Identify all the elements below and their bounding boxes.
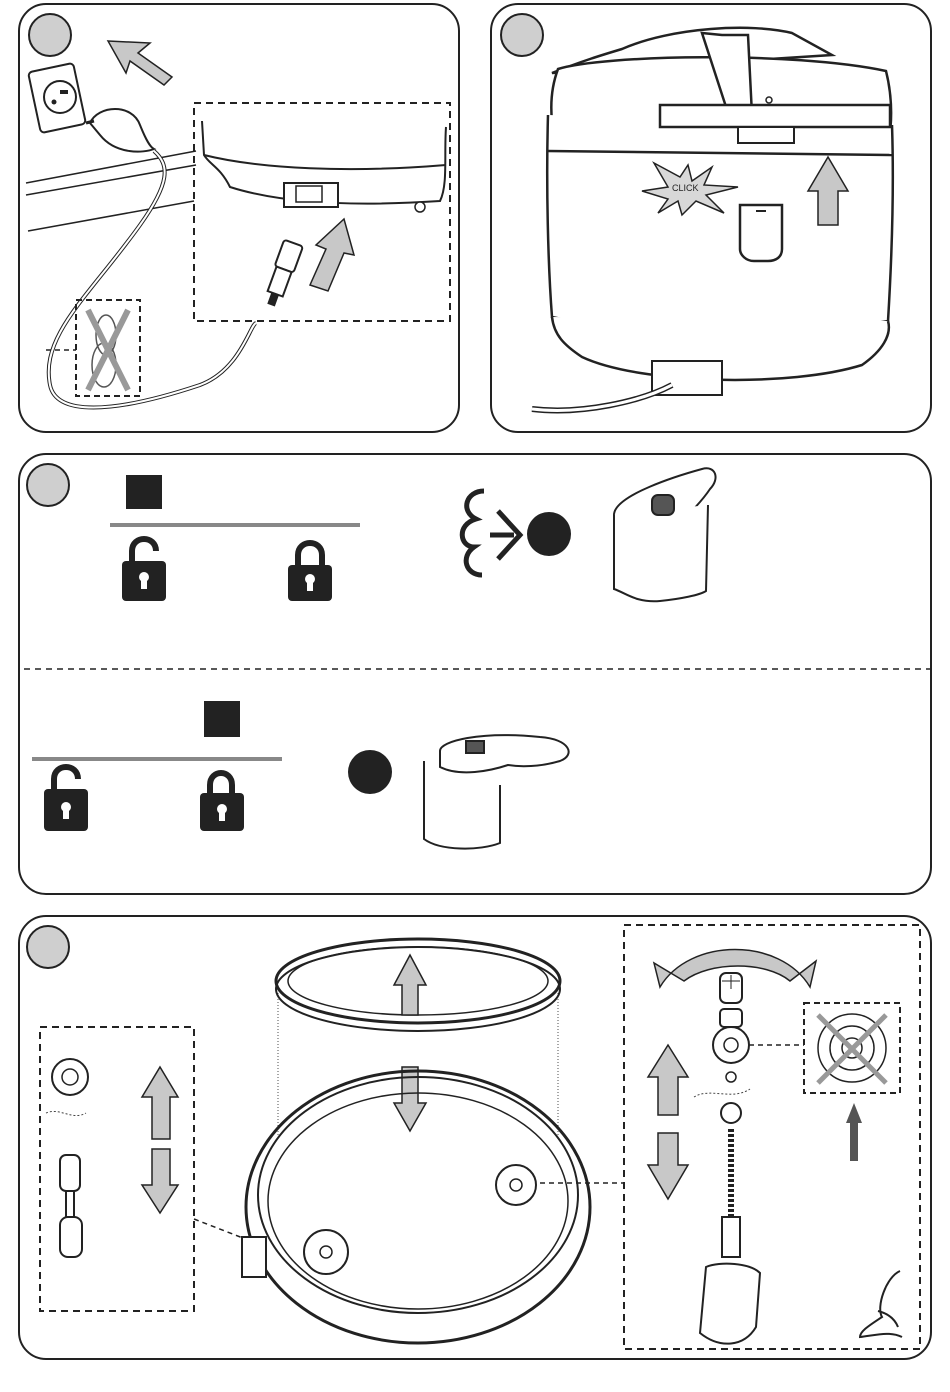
- coiled-cord-crossed-icon: [46, 300, 140, 396]
- steam-icon: [462, 491, 520, 575]
- black-dot-icon: [348, 750, 392, 794]
- panel-step-4: [18, 915, 932, 1360]
- eye-icon: [860, 1271, 902, 1337]
- black-dot-icon: [527, 512, 571, 556]
- wall-outlet-icon: [28, 63, 86, 133]
- arrow-up-icon: [310, 219, 354, 291]
- click-text: CLICK: [672, 183, 699, 193]
- valve-knob-icon: [614, 468, 716, 601]
- socket-detail-box: [194, 103, 450, 321]
- unlock-icon: [44, 767, 88, 831]
- black-square-icon: [204, 701, 240, 737]
- arrow-down-icon: [648, 1133, 688, 1199]
- arrow-up-left-icon: [108, 41, 172, 85]
- table-edge: [26, 151, 196, 231]
- arrow-up-icon: [846, 1103, 862, 1161]
- lock-icon: [200, 773, 244, 831]
- divider-bar: [32, 757, 282, 761]
- cleaning-illustration: [20, 917, 934, 1362]
- arrow-up-icon: [648, 1045, 688, 1115]
- panel-step-1: [18, 3, 460, 433]
- black-square-icon: [126, 475, 162, 509]
- crossed-seal-icon: [804, 1003, 900, 1093]
- panel-step-2: CLICK: [490, 3, 932, 433]
- arrow-down-icon: [142, 1149, 178, 1213]
- valve-lever-icon: [424, 735, 569, 848]
- pressure-valve-illustration: [20, 455, 934, 897]
- float-valve-detail: [40, 1027, 266, 1311]
- lock-icon: [288, 543, 332, 601]
- unlock-icon: [122, 539, 166, 601]
- arrow-up-icon: [142, 1067, 178, 1139]
- arrow-up-icon: [394, 955, 426, 1015]
- plug-icon: [90, 109, 154, 152]
- cooker-illustration: CLICK: [492, 5, 934, 435]
- connector-icon: [262, 240, 303, 309]
- panel-step-3: [18, 453, 932, 895]
- valve-exploded-detail: [624, 925, 920, 1349]
- plug-in-illustration: [20, 5, 462, 435]
- divider-bar: [110, 523, 360, 527]
